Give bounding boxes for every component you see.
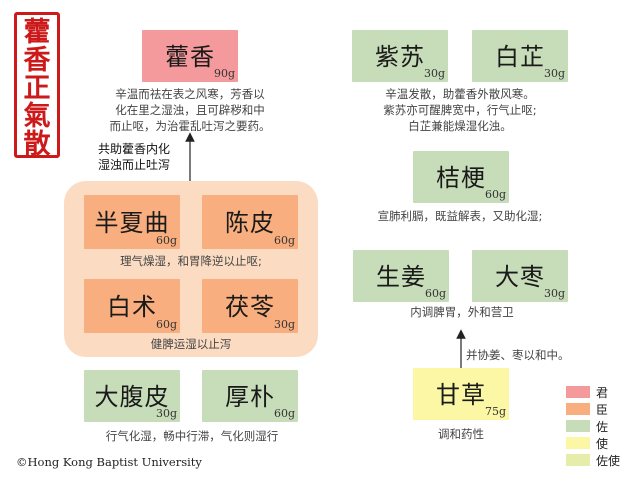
herb-name: 大枣 bbox=[495, 262, 545, 291]
herb-dose: 60g bbox=[273, 407, 295, 420]
description-gancao-link: 并协姜、枣以和中。 bbox=[466, 348, 570, 362]
description-assist: 共助藿香内化 湿浊而止吐泻 bbox=[82, 141, 186, 173]
herb-box-banxiaqu: 半夏曲 60g bbox=[84, 195, 180, 249]
description-baizhu-fuling: 健脾运湿以止泻 bbox=[150, 337, 232, 351]
description-dafupi-houpo: 行气化湿，畅中行滞，气化则湿行 bbox=[105, 429, 279, 443]
herb-dose: 60g bbox=[155, 318, 177, 331]
herb-dose: 60g bbox=[424, 287, 446, 300]
herb-box-huoxiang: 藿香 90g bbox=[142, 30, 238, 82]
legend-item-zuo: 佐 bbox=[566, 418, 636, 434]
description-line: 辛温发散，助藿香外散风寒。 bbox=[385, 87, 535, 101]
legend-swatch bbox=[566, 386, 590, 398]
legend-item-chen: 臣 bbox=[566, 401, 636, 417]
herb-box-shengjiang: 生姜 60g bbox=[353, 250, 449, 302]
herb-box-chenpi: 陈皮 60g bbox=[202, 195, 298, 249]
herb-name: 紫苏 bbox=[375, 42, 425, 71]
herb-dose: 75g bbox=[484, 405, 506, 418]
formula-title-seal: 藿 香 正 氣 散 bbox=[14, 12, 60, 160]
title-char: 氣 bbox=[23, 101, 51, 132]
title-char: 散 bbox=[23, 129, 51, 160]
herb-dose: 90g bbox=[213, 67, 235, 80]
description-line: 紫苏亦可醒脾宽中，行气止呕; bbox=[383, 103, 537, 117]
herb-box-jiegeng: 桔梗 60g bbox=[413, 151, 509, 203]
herb-name: 茯苓 bbox=[225, 292, 275, 321]
herb-dose: 30g bbox=[273, 318, 295, 331]
herb-box-dafupi: 大腹皮 30g bbox=[84, 370, 180, 422]
herb-dose: 30g bbox=[543, 287, 565, 300]
legend-label: 使 bbox=[596, 437, 609, 451]
title-char: 香 bbox=[23, 45, 51, 76]
herb-box-dazao: 大枣 30g bbox=[472, 250, 568, 302]
title-char: 藿 bbox=[23, 17, 51, 48]
legend-swatch bbox=[566, 454, 590, 466]
herb-name: 半夏曲 bbox=[94, 208, 170, 237]
herb-name: 甘草 bbox=[436, 380, 486, 409]
herb-box-gancao: 甘草 75g bbox=[413, 368, 509, 420]
description-jiang-zao: 内调脾胃，外和营卫 bbox=[372, 304, 552, 320]
legend-swatch bbox=[566, 403, 590, 415]
herb-dose: 30g bbox=[543, 67, 565, 80]
description-line: 共助藿香内化 bbox=[97, 142, 170, 156]
herb-box-fuling: 茯苓 30g bbox=[202, 279, 298, 333]
herb-name: 白芷 bbox=[495, 42, 545, 71]
herb-name: 厚朴 bbox=[225, 382, 275, 411]
herb-box-houpo: 厚朴 60g bbox=[202, 370, 298, 422]
copyright-notice: ©Hong Kong Baptist University bbox=[16, 455, 202, 469]
herb-name: 陈皮 bbox=[225, 208, 275, 237]
herb-dose: 60g bbox=[484, 188, 506, 201]
herb-box-baizhu: 白术 60g bbox=[84, 279, 180, 333]
legend-swatch bbox=[566, 420, 590, 432]
legend-label: 佐使 bbox=[596, 454, 621, 468]
herb-name: 桔梗 bbox=[436, 163, 486, 192]
description-line: 辛温而祛在表之风寒，芳香以 bbox=[115, 87, 265, 101]
description-zisu-baizhi: 辛温发散，助藿香外散风寒。 紫苏亦可醒脾宽中，行气止呕; 白芷兼能燥湿化浊。 bbox=[350, 86, 570, 134]
legend-label: 臣 bbox=[596, 403, 609, 417]
herb-name: 大腹皮 bbox=[94, 382, 170, 411]
description-line: 而止呕，为治霍乱吐泻之要药。 bbox=[109, 119, 271, 133]
herb-box-baizhi: 白芷 30g bbox=[472, 30, 568, 82]
herb-name: 生姜 bbox=[376, 262, 426, 291]
description-line: 白芷兼能燥湿化浊。 bbox=[408, 119, 512, 133]
herb-name: 藿香 bbox=[165, 42, 215, 71]
legend-item-shi: 使 bbox=[566, 435, 636, 451]
description-huoxiang: 辛温而祛在表之风寒，芳香以 化在里之湿浊，且可辟秽和中 而止呕，为治霍乱吐泻之要… bbox=[78, 86, 302, 134]
description-banxia-chenpi: 理气燥湿，和胃降逆以止呕; bbox=[120, 254, 262, 268]
herb-dose: 30g bbox=[423, 67, 445, 80]
description-line: 湿浊而止吐泻 bbox=[97, 158, 170, 172]
herb-dose: 30g bbox=[155, 407, 177, 420]
legend-label: 君 bbox=[596, 386, 609, 400]
title-char: 正 bbox=[23, 73, 51, 104]
herb-dose: 60g bbox=[155, 234, 177, 247]
description-line: 化在里之湿浊，且可辟秽和中 bbox=[115, 103, 265, 117]
herb-dose: 60g bbox=[273, 234, 295, 247]
legend-item-jun: 君 bbox=[566, 384, 636, 400]
description-gancao: 调和药性 bbox=[438, 427, 484, 441]
legend-label: 佐 bbox=[596, 420, 609, 434]
herb-name: 白术 bbox=[107, 292, 157, 321]
legend-swatch bbox=[566, 437, 590, 449]
description-jiegeng: 宣肺利膈，既益解表，又助化湿; bbox=[377, 209, 543, 223]
legend-item-zuoshi: 佐使 bbox=[566, 452, 636, 468]
herb-box-zisu: 紫苏 30g bbox=[352, 30, 448, 82]
